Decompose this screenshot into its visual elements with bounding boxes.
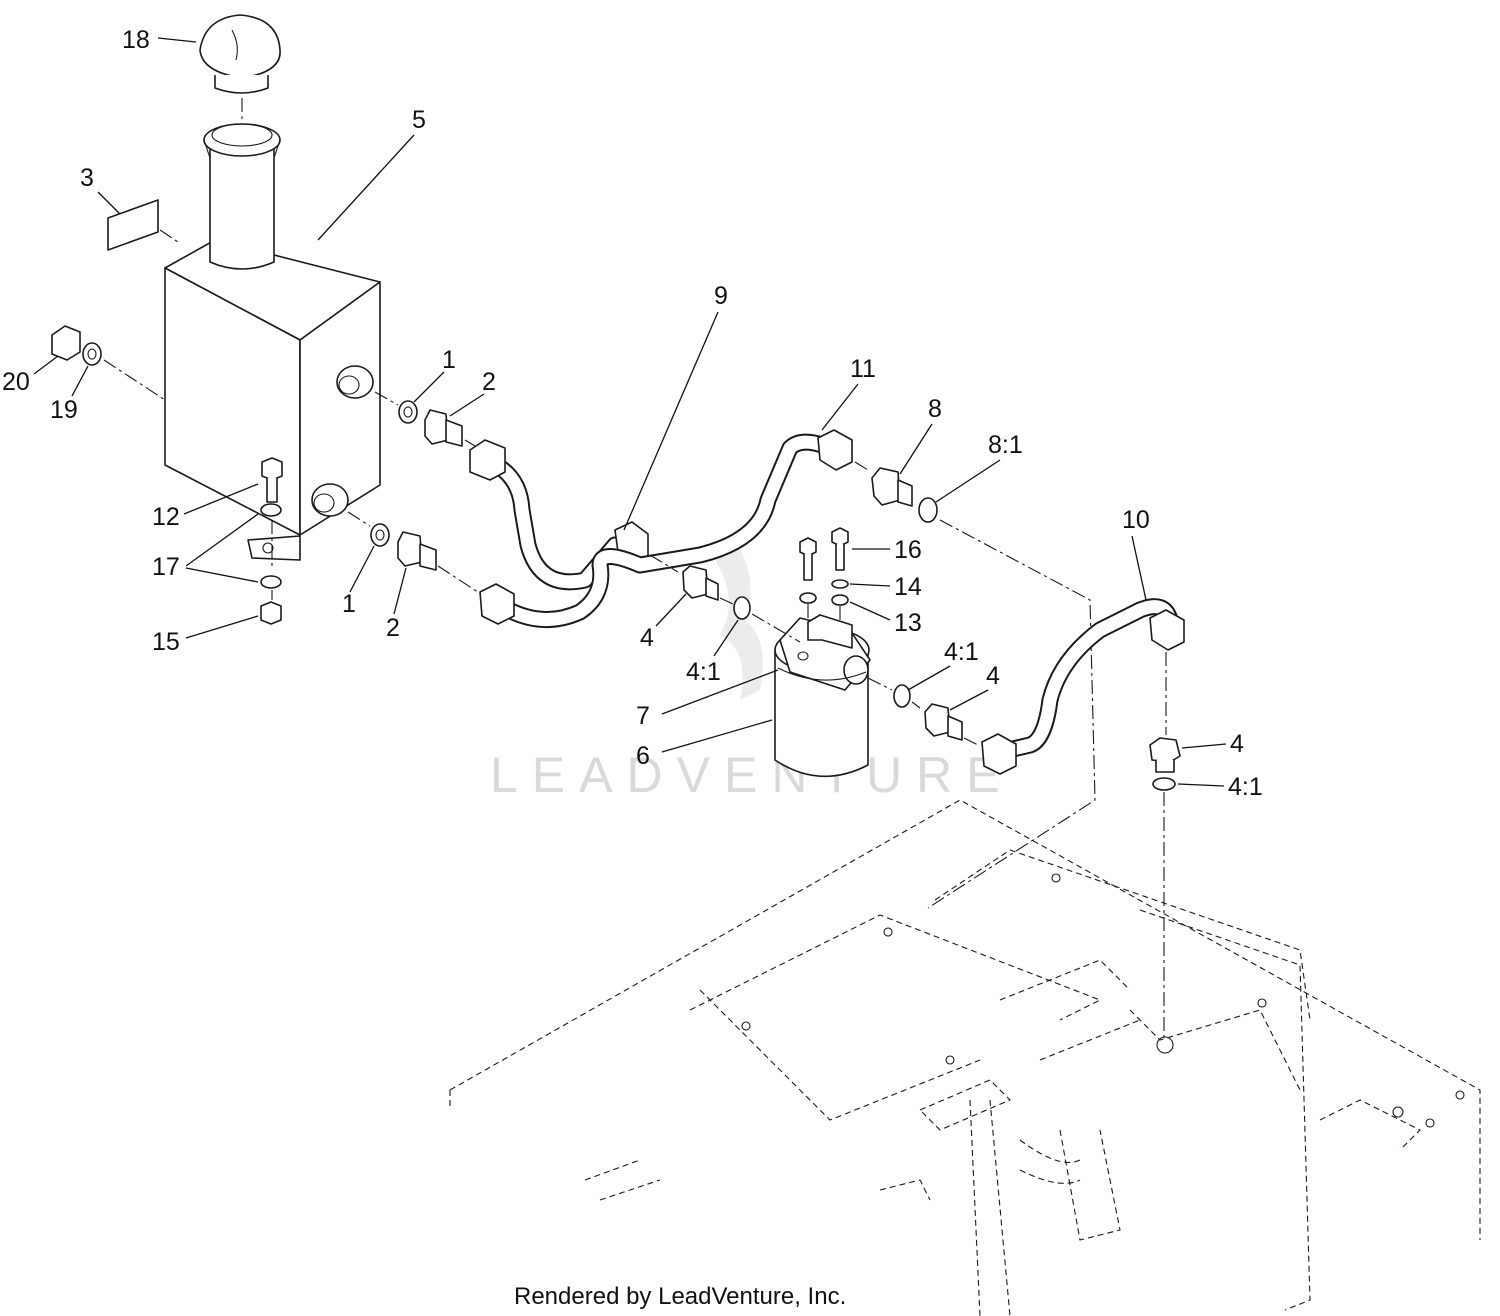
hose-9 (469, 439, 649, 591)
callout-11: 11 (821, 355, 876, 431)
callout-label: 12 (152, 503, 180, 531)
filter-bolts (799, 527, 849, 606)
callout-10: 10 (1122, 506, 1150, 601)
callout-label: 5 (412, 106, 426, 134)
callout-label: 9 (714, 282, 728, 310)
callout-label: 8:1 (988, 431, 1023, 459)
callout-label: 1 (342, 590, 356, 618)
filter-inlet-fittings (682, 565, 751, 620)
callout-2-lower: 2 (386, 567, 407, 642)
callout-16: 16 (852, 536, 922, 564)
callout-6: 6 (636, 719, 773, 770)
callout-14: 14 (849, 573, 922, 601)
filter-assembly (774, 614, 871, 778)
callout-label: 6 (636, 742, 650, 770)
mower-frame (449, 799, 1481, 1316)
filter-outlet-fittings (893, 684, 963, 741)
callout-label: 20 (2, 368, 30, 396)
callout-8-1: 8:1 (935, 431, 1023, 503)
callout-3: 3 (80, 164, 121, 215)
pump-fitting (1149, 737, 1181, 791)
callout-label: 4 (1230, 730, 1244, 758)
callout-4-outlet: 4 (949, 662, 1000, 711)
callout-9: 9 (623, 282, 728, 531)
callout-label: 2 (386, 614, 400, 642)
credit-text: Rendered by LeadVenture, Inc. (514, 1283, 846, 1310)
callout-4-1-pump: 4:1 (1177, 773, 1263, 801)
callout-17: 17 (152, 513, 259, 583)
callout-4-pump: 4 (1181, 730, 1244, 758)
callout-label: 14 (894, 573, 922, 601)
decal (107, 199, 159, 251)
hydraulic-tank (164, 123, 381, 561)
callout-label: 4 (640, 624, 654, 652)
watermark-text: LEADVENTURE (490, 747, 1014, 803)
callout-label: 2 (482, 368, 496, 396)
hose-11 (479, 429, 853, 629)
callout-15: 15 (152, 615, 259, 656)
callout-4-1-outlet: 4:1 (907, 638, 979, 691)
callout-13: 13 (849, 601, 922, 637)
callout-label: 3 (80, 164, 94, 192)
callout-label: 19 (50, 396, 78, 424)
callout-4-1-upper: 4:1 (686, 619, 739, 686)
upper-fittings (398, 400, 463, 447)
callout-7: 7 (636, 669, 779, 730)
callout-label: 8 (928, 395, 942, 423)
leadventure-watermark: LEADVENTURE (490, 540, 1014, 803)
callout-label: 4:1 (944, 638, 979, 666)
hose-10 (981, 598, 1185, 775)
callout-label: 15 (152, 628, 180, 656)
callout-label: 18 (122, 26, 150, 54)
callout-2-upper: 2 (449, 368, 496, 417)
callout-label: 11 (850, 355, 876, 383)
mount-hardware (260, 457, 283, 625)
callout-label: 13 (894, 609, 922, 637)
callout-5: 5 (317, 106, 426, 241)
callout-label: 10 (1122, 506, 1150, 534)
callout-20: 20 (2, 355, 59, 396)
callout-19: 19 (50, 365, 89, 424)
callout-label: 1 (442, 346, 456, 374)
callout-18: 18 (122, 26, 197, 54)
callout-4-upper: 4 (640, 593, 687, 652)
callout-1-upper: 1 (413, 346, 456, 403)
callout-label: 16 (894, 536, 922, 564)
callout-label: 17 (152, 553, 180, 581)
callout-label: 7 (636, 702, 650, 730)
tank-cap (199, 14, 281, 94)
lower-fittings (370, 523, 437, 571)
callout-label: 4:1 (686, 658, 721, 686)
callout-1-lower: 1 (342, 545, 375, 618)
callout-label: 4 (986, 662, 1000, 690)
fitting-8 (871, 467, 938, 523)
callout-8: 8 (899, 395, 942, 475)
drain-plug (51, 325, 102, 366)
callout-label: 4:1 (1228, 773, 1263, 801)
callout-12: 12 (152, 483, 259, 531)
